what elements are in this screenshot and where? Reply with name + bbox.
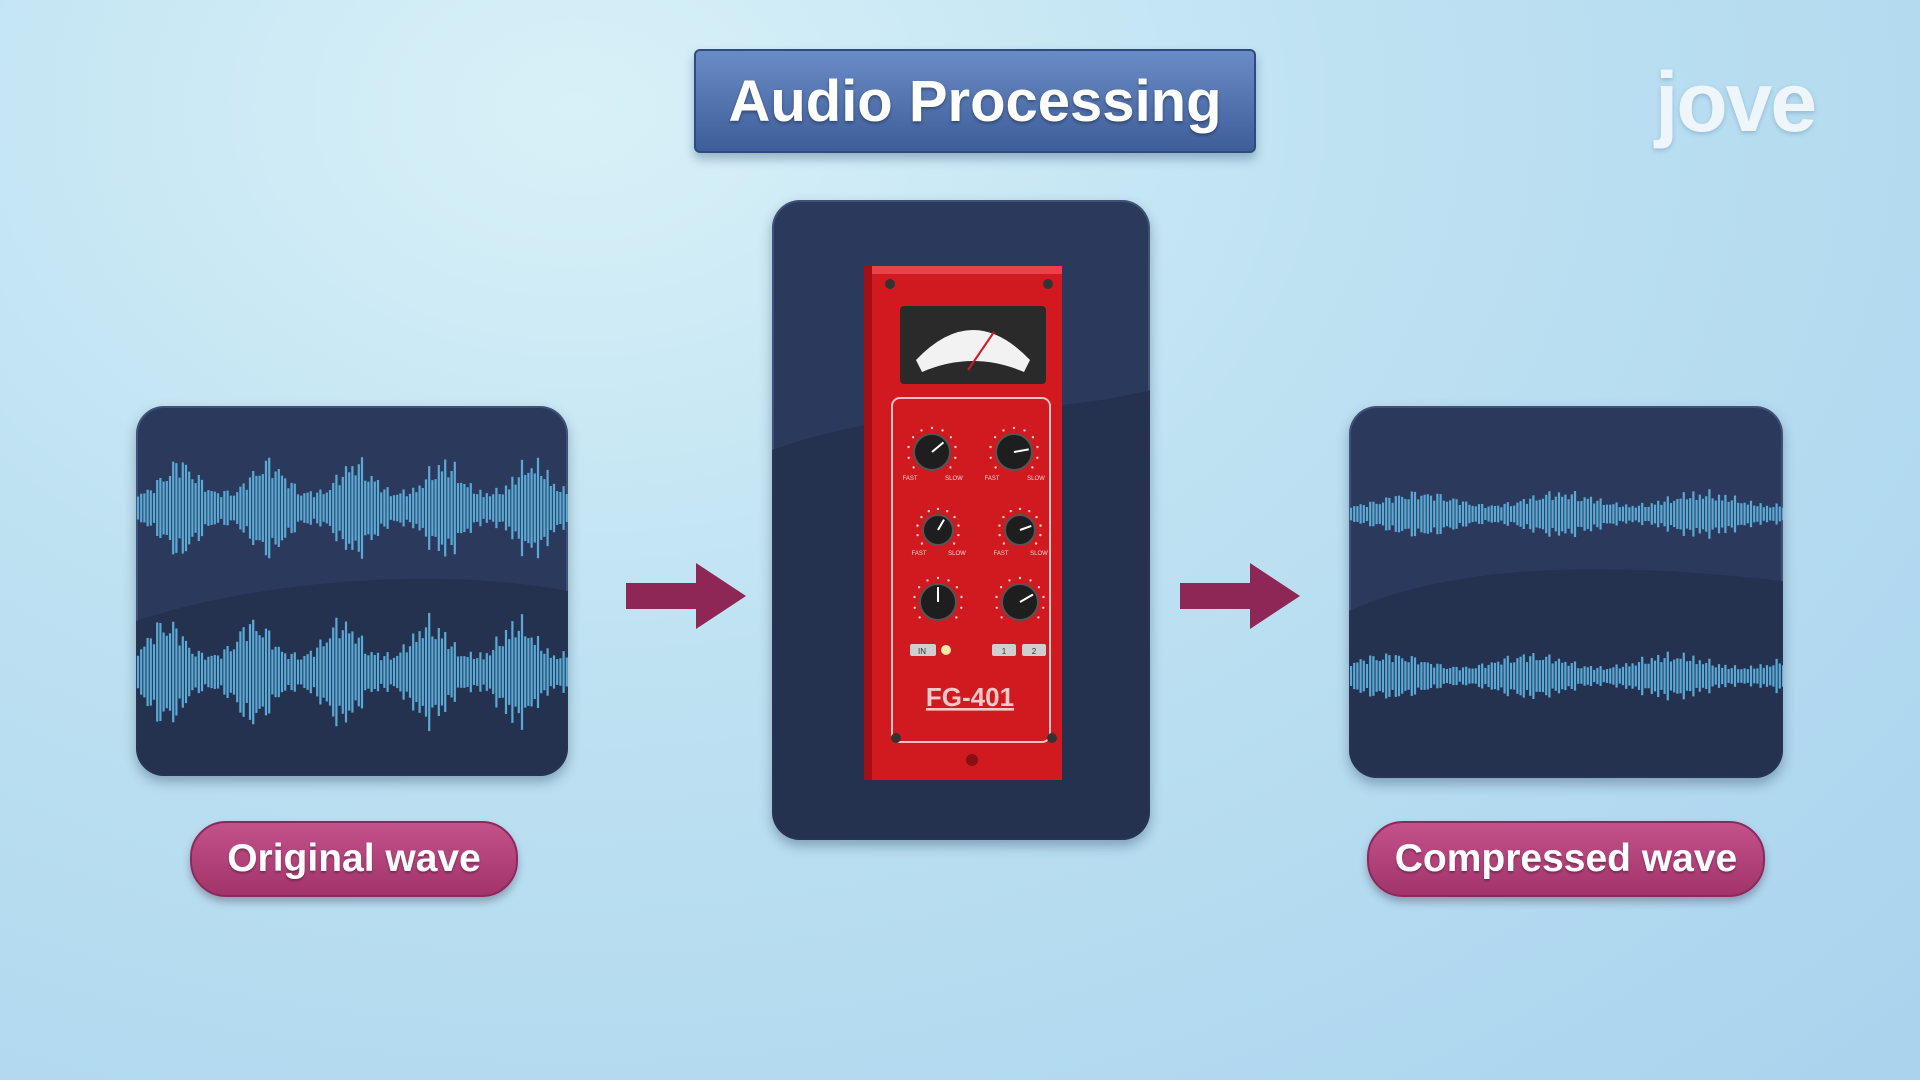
- knob-tick: [989, 445, 992, 449]
- knob-tick: [995, 595, 998, 599]
- knob-indicator: [1019, 524, 1032, 531]
- knob-indicator: [1019, 593, 1034, 603]
- knob-indicator: [1013, 448, 1029, 453]
- knob-tick: [957, 533, 960, 537]
- in-button-label: IN: [918, 647, 926, 656]
- knob-tick: [920, 429, 923, 432]
- knob-tick: [957, 524, 960, 527]
- knob-tick: [1000, 616, 1003, 619]
- knob-tick: [1035, 515, 1038, 519]
- knob-tick: [913, 595, 916, 599]
- original-wave-panel: [136, 406, 568, 776]
- knob-tick: [926, 579, 929, 582]
- knob-tick: [920, 515, 923, 519]
- knob-tick: [927, 509, 930, 513]
- compressed-wave-panel: [1349, 406, 1783, 778]
- knob-tick: [954, 456, 957, 460]
- knob-slow-label: SLOW: [1030, 551, 1048, 557]
- knob-tick: [946, 509, 949, 513]
- knob-tick: [941, 429, 944, 432]
- knob-tick: [995, 606, 998, 610]
- knob-fast-label: FAST: [902, 476, 917, 482]
- knob-tick: [994, 466, 997, 469]
- knob-tick: [930, 426, 934, 430]
- knob-tick: [960, 606, 963, 610]
- knob-tick: [917, 586, 921, 589]
- knob-tick: [913, 606, 916, 610]
- knob-tick: [1009, 509, 1012, 513]
- original-wave-label: Original wave: [190, 821, 518, 897]
- knob-tick: [989, 456, 992, 460]
- knob-tick: [936, 507, 940, 511]
- knob-tick: [1008, 579, 1011, 582]
- knob-tick: [1031, 436, 1035, 439]
- knob-tick: [955, 586, 959, 589]
- knob-slow-label: SLOW: [1027, 476, 1045, 482]
- knob-tick: [907, 445, 910, 449]
- jove-logo: jove: [1655, 52, 1825, 152]
- knob-tick: [993, 436, 997, 439]
- knob-tick: [912, 466, 915, 469]
- knob-tick: [1002, 515, 1005, 519]
- knob-slow-label: SLOW: [948, 551, 966, 557]
- knob-tick: [949, 436, 953, 439]
- knob-tick: [916, 524, 919, 527]
- knob-slow-label: SLOW: [945, 476, 963, 482]
- knob-tick: [1036, 445, 1039, 449]
- knob-indicator: [937, 519, 945, 531]
- knob-fast-label: FAST: [984, 476, 999, 482]
- compressed-wave-graphic: [1349, 489, 1783, 778]
- knob-tick: [947, 579, 950, 582]
- knob-tick: [952, 542, 956, 545]
- knob-tick: [911, 436, 915, 439]
- knob-tick: [953, 515, 956, 519]
- arrow-right-icon-2: [1180, 563, 1300, 629]
- knob-tick: [998, 533, 1001, 537]
- button-1-label: 1: [1002, 647, 1007, 656]
- knob-tick: [955, 616, 958, 619]
- device-model-label: FG-401: [926, 682, 1014, 712]
- original-wave-graphic: [136, 457, 568, 776]
- knob-tick: [1031, 466, 1034, 469]
- knob-tick: [916, 533, 919, 537]
- knob-tick: [1037, 616, 1040, 619]
- button-2-label: 2: [1032, 647, 1037, 656]
- arrow-right-icon: [626, 563, 746, 629]
- knob-tick: [1039, 524, 1042, 527]
- knob-tick: [1036, 456, 1039, 460]
- knob-tick: [1039, 533, 1042, 537]
- knob-tick: [936, 576, 940, 580]
- knob-tick: [954, 445, 957, 449]
- knob-tick: [1012, 426, 1016, 430]
- knob-tick: [920, 542, 924, 545]
- knob-tick: [1028, 509, 1031, 513]
- knob-indicator: [931, 441, 945, 453]
- knob-tick: [1018, 576, 1022, 580]
- knob-tick: [1018, 507, 1022, 511]
- knob-tick: [949, 466, 952, 469]
- knob-tick: [999, 586, 1003, 589]
- knob-tick: [1042, 606, 1045, 610]
- knob-tick: [1037, 586, 1041, 589]
- knob-fast-label: FAST: [993, 551, 1008, 557]
- knob-tick: [1042, 595, 1045, 599]
- knob-tick: [1002, 429, 1005, 432]
- knob-tick: [960, 595, 963, 599]
- knob-tick: [998, 524, 1001, 527]
- logo-text: jove: [1655, 55, 1817, 149]
- knob-tick: [918, 616, 921, 619]
- knob-tick: [1029, 579, 1032, 582]
- knob-tick: [1023, 429, 1026, 432]
- knob-tick: [1034, 542, 1038, 545]
- compressed-wave-label: Compressed wave: [1367, 821, 1765, 897]
- knob-tick: [1002, 542, 1006, 545]
- knob-tick: [907, 456, 910, 460]
- page-title: Audio Processing: [694, 49, 1256, 153]
- knob-fast-label: FAST: [911, 551, 926, 557]
